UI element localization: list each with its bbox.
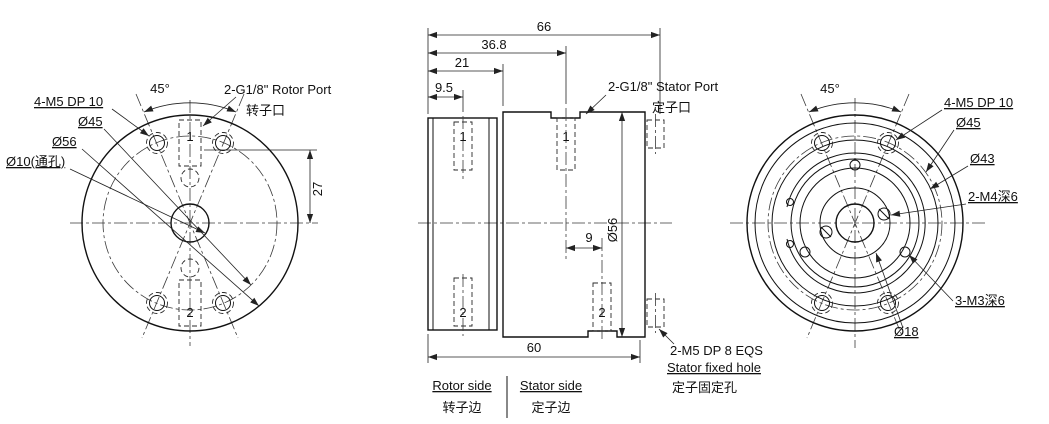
right-m4-label: 2-M4深6 [968, 189, 1018, 204]
fixed-hole-label-line1: 2-M5 DP 8 EQS [670, 343, 763, 358]
rotor-port-2: 2 [178, 258, 202, 327]
right-m5-holes [811, 132, 899, 314]
hub-circle-outer [790, 158, 920, 288]
stator-port-label-cn: 定子口 [652, 100, 691, 115]
left-view: 1 2 45° 27 4-M5 DP 10 Ø45 Ø56 Ø10(通孔) 2-… [6, 81, 332, 346]
section-view: 1 2 1 2 [418, 19, 763, 418]
right-rim-circle [754, 122, 956, 324]
left-dim-27: 27 [204, 149, 325, 223]
rotor-side-label-en: Rotor side [432, 378, 491, 393]
right-d18-label: Ø18 [894, 324, 919, 339]
port-1-number: 1 [186, 129, 193, 144]
side-captions: Rotor side 转子边 Stator side 定子边 [432, 376, 582, 418]
stator-port-2-section: 2 [592, 238, 612, 342]
left-45deg-label: 45° [150, 81, 170, 96]
retaining-ring [786, 152, 926, 294]
dim-27-label: 27 [310, 182, 325, 196]
rotor-port-2-section: 2 [453, 274, 473, 336]
left-d45-label: Ø45 [78, 114, 103, 129]
fixed-hole-label-line2: Stator fixed hole [667, 360, 761, 375]
dim-60-label: 60 [527, 340, 541, 355]
right-d45-label: Ø45 [956, 115, 981, 130]
right-m3-label: 3-M3深6 [955, 293, 1005, 308]
m4-screws [819, 207, 891, 239]
rotor-port-label-en: 2-G1/8" Rotor Port [224, 82, 332, 97]
center-through-hole [170, 203, 210, 243]
right-center-hole [835, 203, 875, 243]
dim-9-label: 9 [585, 230, 592, 245]
dim-21-label: 21 [455, 55, 469, 70]
stator-port-1-section: 1 [556, 108, 576, 260]
section-dimensions [427, 28, 661, 363]
rotor-port-1-section: 1 [453, 116, 473, 182]
m3-holes [799, 159, 911, 258]
right-bolt-circle [767, 135, 943, 311]
stator-port-2-number: 2 [598, 305, 605, 320]
hub-circle-inner [799, 167, 911, 279]
outer-circle [81, 114, 299, 332]
stator-fixed-hole-posts [646, 114, 665, 333]
dim-9-5-label: 9.5 [435, 80, 453, 95]
right-outer-circle [746, 114, 964, 332]
stator-side-label-en: Stator side [520, 378, 582, 393]
left-view-leaders [69, 96, 260, 307]
left-45deg-dimension: 45° [143, 81, 237, 113]
rotor-port-2-number: 2 [459, 305, 466, 320]
right-45deg-dimension: 45° [808, 81, 902, 113]
right-view: 45° 4-M5 DP 10 Ø45 Ø43 2-M4深6 3-M3深6 Ø18 [730, 81, 1018, 348]
right-45deg-label: 45° [820, 81, 840, 96]
stator-fixed-hole-callout: 2-M5 DP 8 EQS Stator fixed hole 定子固定孔 [658, 328, 763, 395]
right-d43-label: Ø43 [970, 151, 995, 166]
left-d10-label: Ø10(通孔) [6, 154, 65, 169]
stator-port-callout: 2-G1/8" Stator Port 定子口 [585, 79, 718, 115]
right-view-leaders [875, 109, 969, 329]
bolt-circle [102, 135, 278, 311]
left-view-centerlines [70, 93, 318, 346]
left-m5-label: 4-M5 DP 10 [34, 94, 103, 109]
rotor-port-label-cn: 转子口 [246, 103, 285, 118]
rotor-side-label-cn: 转子边 [442, 400, 481, 415]
dim-66-label: 66 [537, 19, 551, 34]
right-m5-label: 4-M5 DP 10 [944, 95, 1013, 110]
stator-port-1-number: 1 [562, 129, 569, 144]
rotor-port-1-number: 1 [459, 129, 466, 144]
m5-holes [146, 132, 234, 314]
d43-circle [771, 139, 939, 307]
stator-port-label-en: 2-G1/8" Stator Port [608, 79, 718, 94]
stator-side-label-cn: 定子边 [531, 400, 570, 415]
dim-36-8-label: 36.8 [481, 37, 506, 52]
left-d56-label: Ø56 [52, 134, 77, 149]
d18-circle [819, 187, 891, 259]
stator-body [502, 111, 646, 338]
rotor-body [427, 117, 498, 331]
port-2-number: 2 [186, 305, 193, 320]
dim-d56-label: Ø56 [605, 218, 620, 243]
rotor-port-1: 1 [178, 119, 202, 188]
fixed-hole-label-cn: 定子固定孔 [672, 380, 737, 395]
